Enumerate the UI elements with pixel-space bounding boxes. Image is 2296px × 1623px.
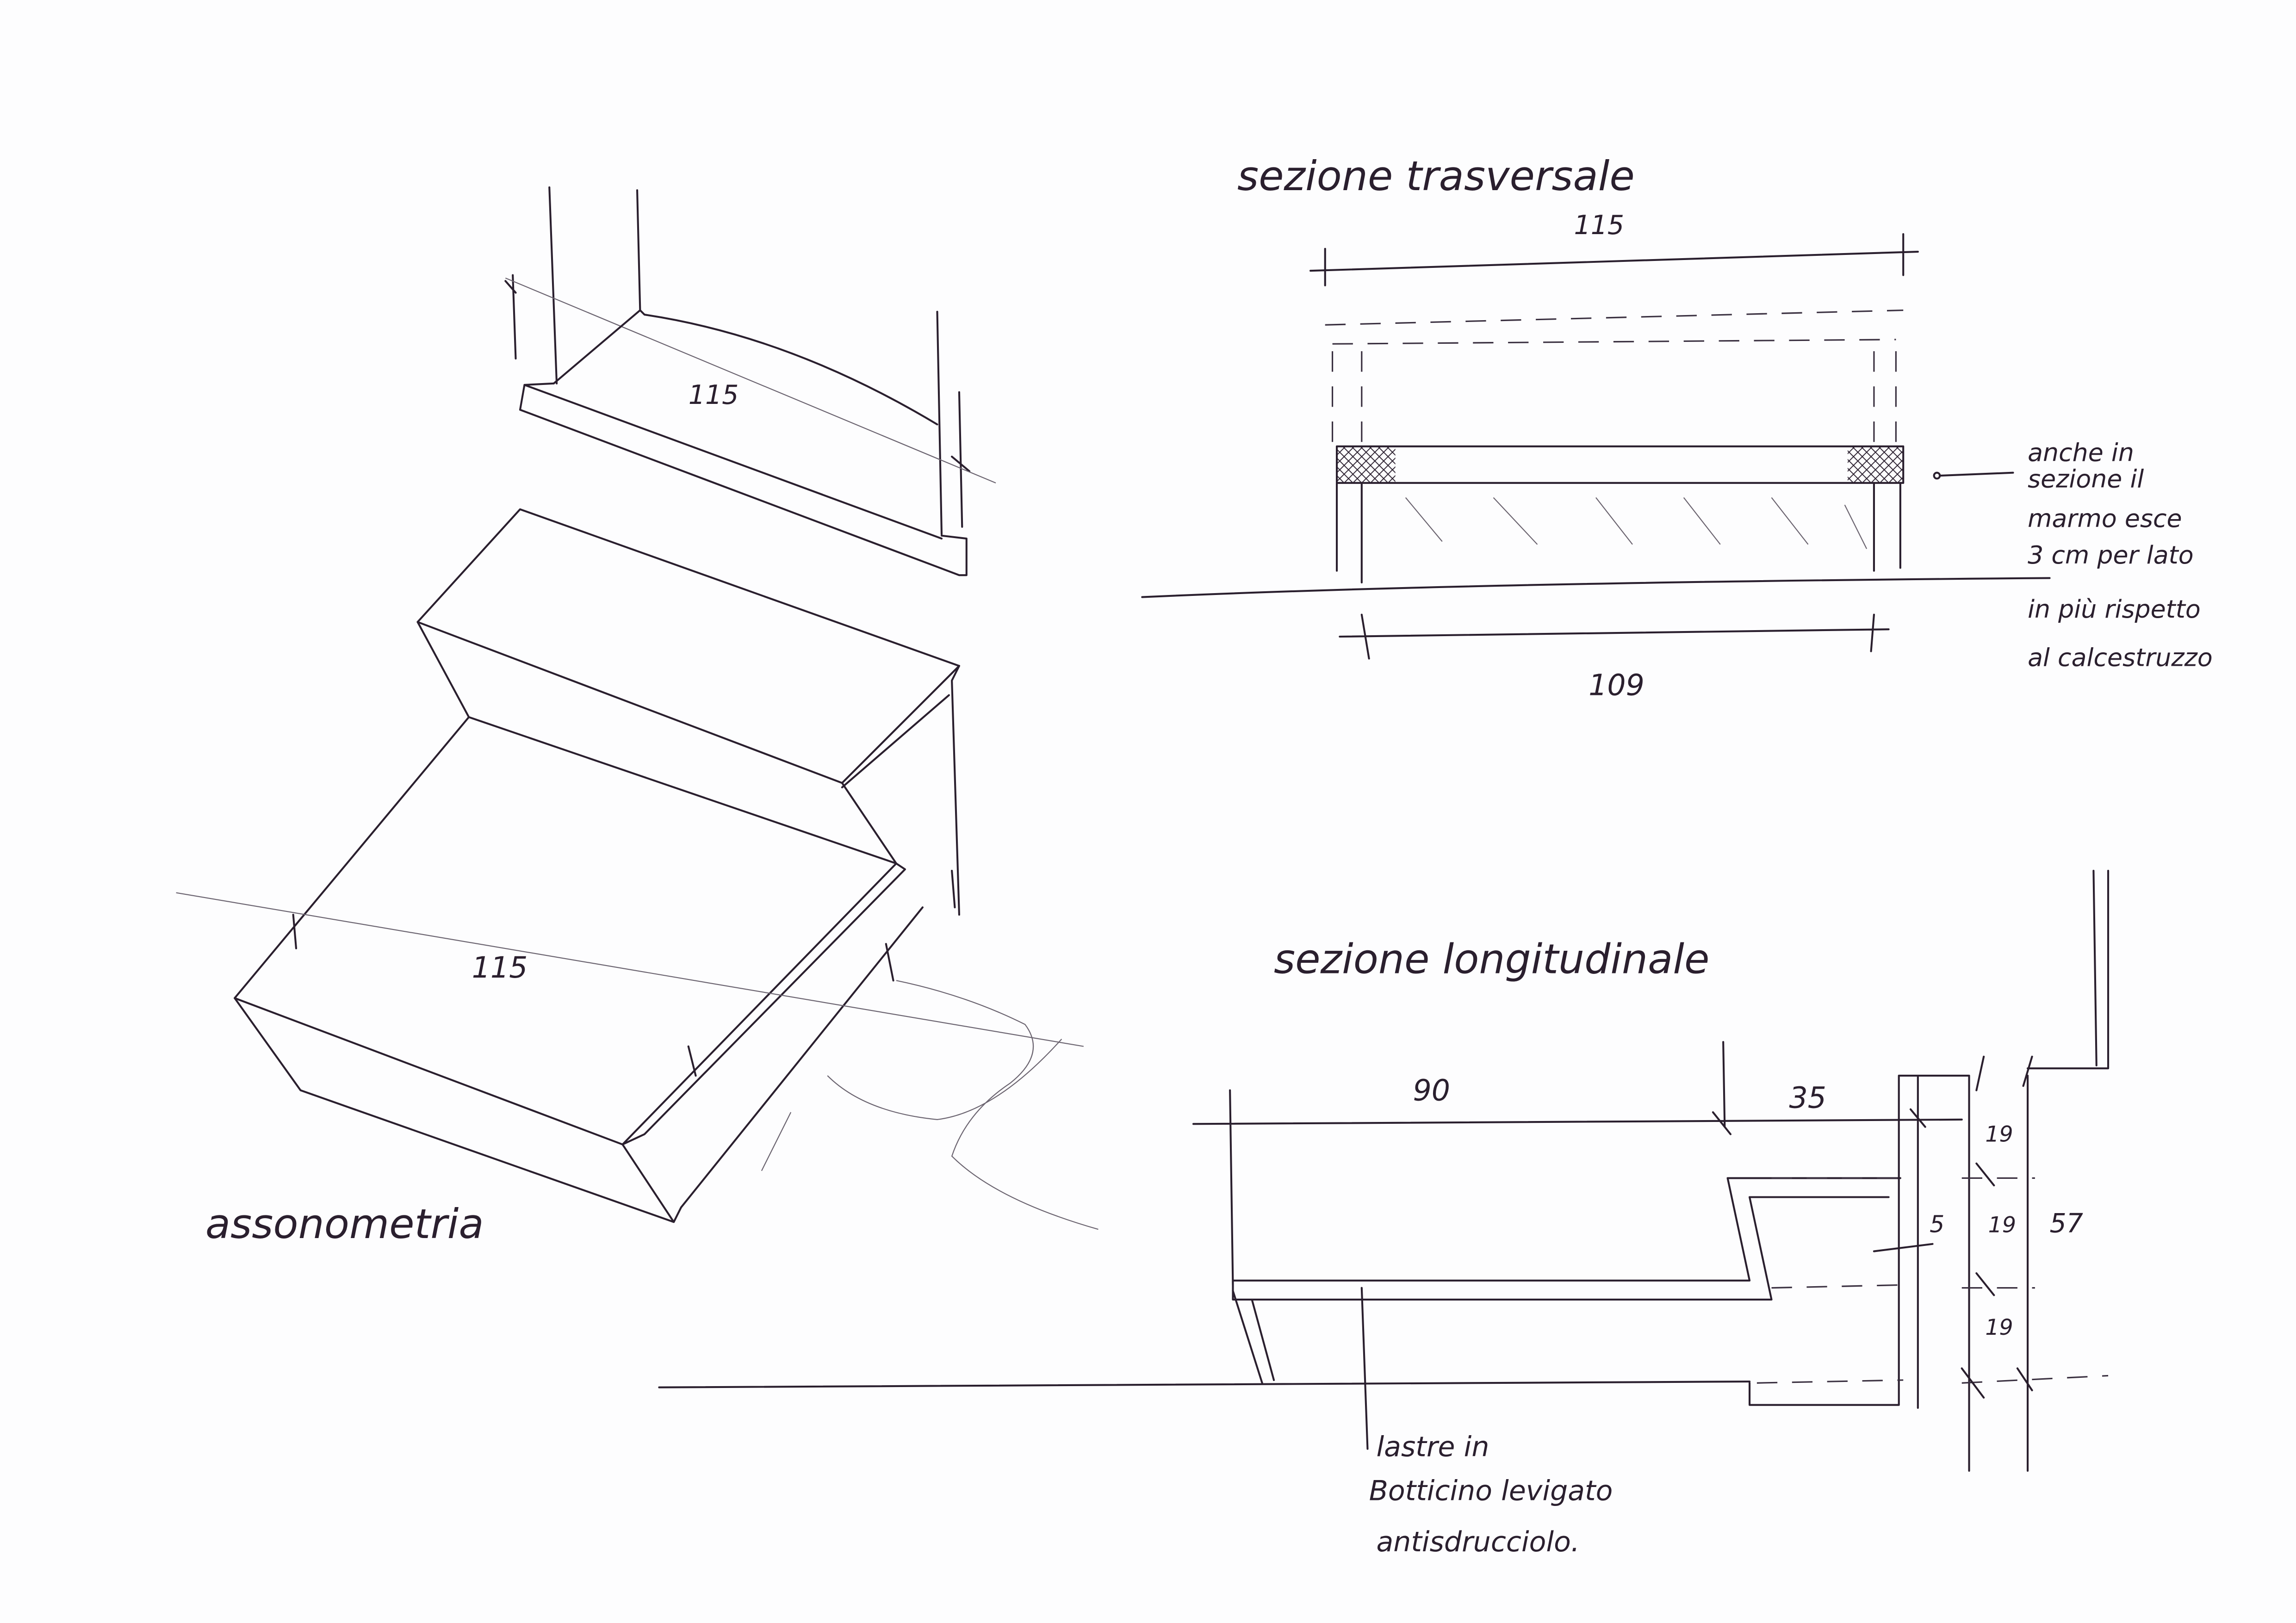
long-dim-total-height: 57 — [2050, 1208, 2083, 1239]
note-line: lastre in — [1376, 1431, 1489, 1463]
long-dim-riser-3: 19 — [1985, 1315, 2013, 1340]
material-leader-line — [1360, 1287, 1369, 1450]
axonometric-view: 115 115 assonometria — [176, 186, 1098, 1248]
long-section-title: sezione longitudinale — [1274, 935, 1709, 983]
axon-dim-lower: 115 — [472, 950, 528, 985]
cross-dim-concrete: 109 — [1589, 668, 1644, 702]
material-note: lastre in Botticino levigato antisdrucci… — [1369, 1431, 1613, 1558]
cross-section-title: sezione trasversale — [1237, 152, 1635, 200]
note-line: Botticino levigato — [1369, 1474, 1613, 1507]
note-line: sezione il — [2028, 464, 2144, 493]
long-dim-overhang: 35 — [1789, 1081, 1826, 1115]
cross-section-note: anche in sezione il marmo esce 3 cm per … — [2028, 438, 2213, 672]
note-leader-line — [1939, 471, 2014, 477]
note-line: anche in — [2028, 438, 2134, 467]
long-dim-riser-1: 19 — [1985, 1121, 2013, 1147]
note-line: antisdrucciolo. — [1376, 1526, 1580, 1558]
note-line: al calcestruzzo — [2028, 643, 2213, 672]
marble-overhang-left — [1337, 446, 1396, 483]
long-dim-thickness: 5 — [1930, 1210, 1944, 1238]
note-line: in più rispetto — [2028, 595, 2201, 624]
longitudinal-section-view: sezione longitudinale 90 35 19 19 19 57 … — [658, 870, 2110, 1558]
marble-overhang-right — [1848, 446, 1904, 483]
note-line: marmo esce — [2028, 504, 2182, 533]
long-dim-riser-2: 19 — [1988, 1212, 2016, 1238]
cross-dim-total: 115 — [1574, 210, 1624, 241]
note-line: 3 cm per lato — [2028, 540, 2194, 570]
axon-dim-upper: 115 — [689, 380, 739, 410]
long-dim-tread: 90 — [1413, 1073, 1450, 1108]
axon-title: assonometria — [205, 1200, 484, 1248]
cross-section-view: sezione trasversale 115 109 anche in sez… — [1141, 152, 2213, 702]
